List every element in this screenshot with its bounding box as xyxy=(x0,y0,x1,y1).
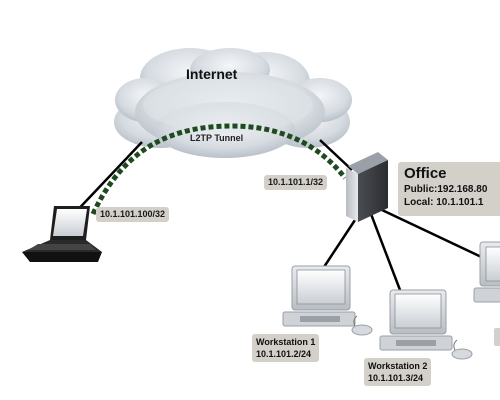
workstation-1-label: Workstation 1 10.1.101.2/24 xyxy=(252,334,320,362)
internet-label: Internet xyxy=(186,66,238,82)
link-internet-router xyxy=(319,139,353,171)
link-router-ws1 xyxy=(320,216,359,271)
tunnel-label: L2TP Tunnel xyxy=(190,133,244,143)
office-title: Office xyxy=(404,165,447,182)
router-icon xyxy=(346,152,388,222)
workstation-3-icon xyxy=(473,241,500,346)
workstation-1-ip: 10.1.101.2/24 xyxy=(256,349,312,359)
workstation-2-icon xyxy=(379,289,473,360)
laptop-ip-label: 10.1.101.100/32 xyxy=(96,207,170,222)
workstation-2-name: Workstation 2 xyxy=(368,361,428,371)
workstation-2-ip: 10.1.101.3/24 xyxy=(368,373,424,383)
network-links xyxy=(69,139,493,291)
office-public-ip: Public:192.168.80 xyxy=(404,184,488,195)
link-router-ws3 xyxy=(381,208,493,264)
laptop-icon xyxy=(22,206,102,262)
workstation-2-label: Workstation 2 10.1.101.3/24 xyxy=(364,358,432,386)
office-local-ip: Local: 10.1.101.1 xyxy=(404,197,484,208)
workstation-1-icon xyxy=(282,265,373,336)
workstation-1-name: Workstation 1 xyxy=(256,337,316,347)
internet-cloud xyxy=(114,48,352,158)
link-router-ws2 xyxy=(369,213,402,291)
l2tp-tunnel-path xyxy=(90,123,347,216)
router-tunnel-ip-label: 10.1.101.1/32 xyxy=(264,175,328,190)
office-info-box: Office Public:192.168.80 Local: 10.1.101… xyxy=(398,162,500,216)
link-laptop-internet xyxy=(69,141,143,219)
